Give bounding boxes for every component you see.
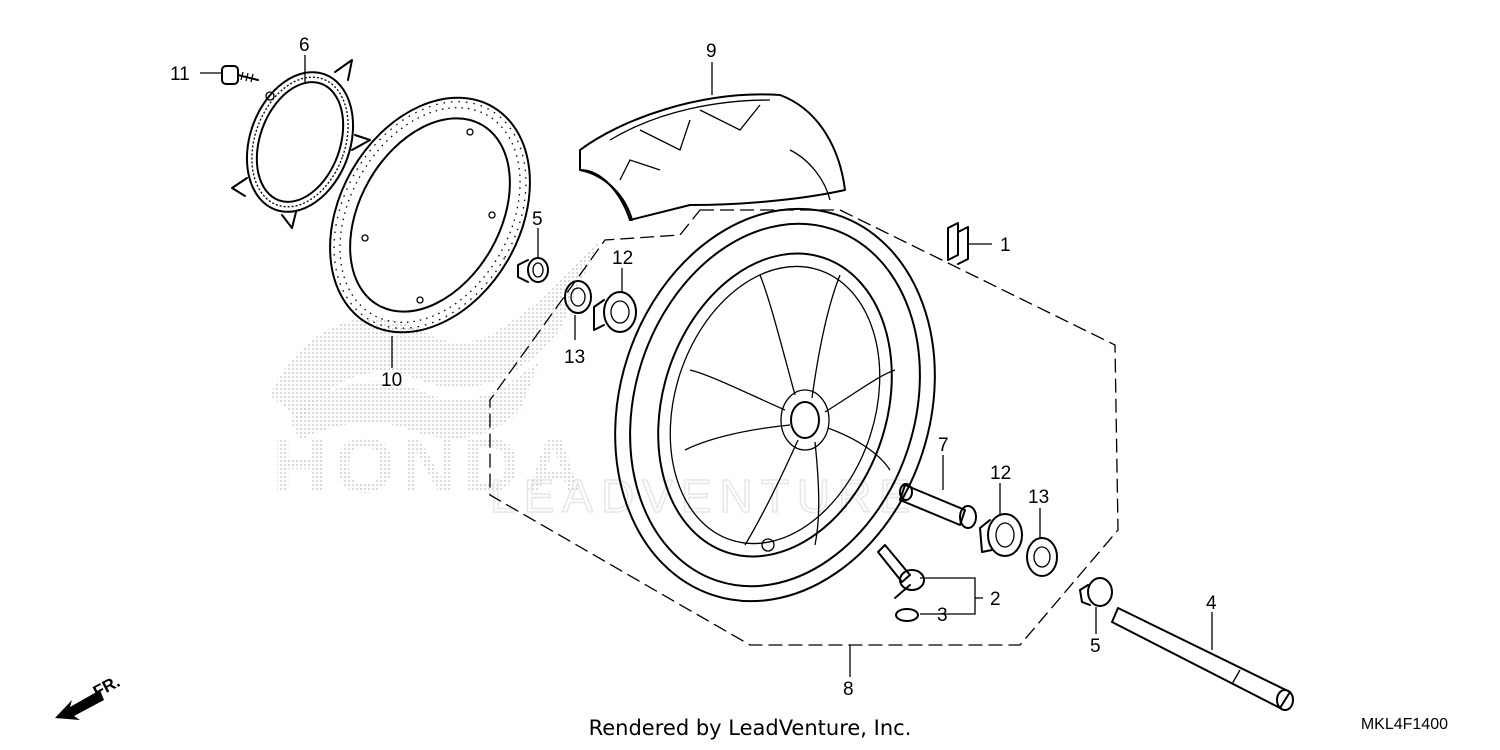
callout-9: 9 xyxy=(706,41,717,62)
leader-lines xyxy=(200,55,1213,677)
callout-13-left: 13 xyxy=(564,347,585,368)
part-distance-collar[interactable] xyxy=(899,483,977,529)
part-axle[interactable] xyxy=(1111,607,1294,711)
part-pulser-ring[interactable] xyxy=(228,57,371,229)
callout-6: 6 xyxy=(299,35,310,56)
leadventure-watermark-text: LEADVENTURE xyxy=(490,470,918,522)
callout-1: 1 xyxy=(1000,235,1011,256)
callout-4: 4 xyxy=(1206,593,1217,614)
callout-12-right: 12 xyxy=(990,463,1011,484)
part-bearing-right[interactable] xyxy=(979,513,1023,557)
callout-10: 10 xyxy=(381,370,402,391)
callout-5-left: 5 xyxy=(532,209,543,230)
callout-12-left: 12 xyxy=(612,248,633,269)
part-bolt[interactable] xyxy=(221,65,259,85)
callout-13-right: 13 xyxy=(1028,487,1049,508)
part-brake-disc[interactable] xyxy=(290,62,571,369)
part-collar-left[interactable] xyxy=(517,257,549,283)
wheel-assembly-outline xyxy=(489,209,1119,646)
callout-3: 3 xyxy=(937,605,948,626)
honda-wing-watermark xyxy=(270,240,600,440)
part-balance-weight[interactable] xyxy=(947,222,969,265)
callout-5-right: 5 xyxy=(1090,636,1101,657)
callout-8: 8 xyxy=(843,679,854,700)
part-tire[interactable] xyxy=(579,93,846,221)
callout-11: 11 xyxy=(170,64,190,85)
render-credit: Rendered by LeadVenture, Inc. xyxy=(588,716,912,740)
part-wheel[interactable] xyxy=(566,167,984,643)
part-dust-seal-left[interactable] xyxy=(564,280,592,314)
callout-7: 7 xyxy=(938,435,949,456)
part-valve-stem[interactable] xyxy=(877,544,925,599)
part-collar-right[interactable] xyxy=(1079,577,1113,607)
callout-2: 2 xyxy=(990,589,1001,610)
part-bearing-left[interactable] xyxy=(593,291,637,333)
part-dust-seal-right[interactable] xyxy=(1026,537,1058,577)
front-direction-arrow-icon xyxy=(55,690,104,720)
diagram-code: MKL4F1400 xyxy=(1360,716,1448,733)
honda-watermark-text: HONDA xyxy=(272,421,588,509)
part-o-ring[interactable] xyxy=(895,608,919,622)
